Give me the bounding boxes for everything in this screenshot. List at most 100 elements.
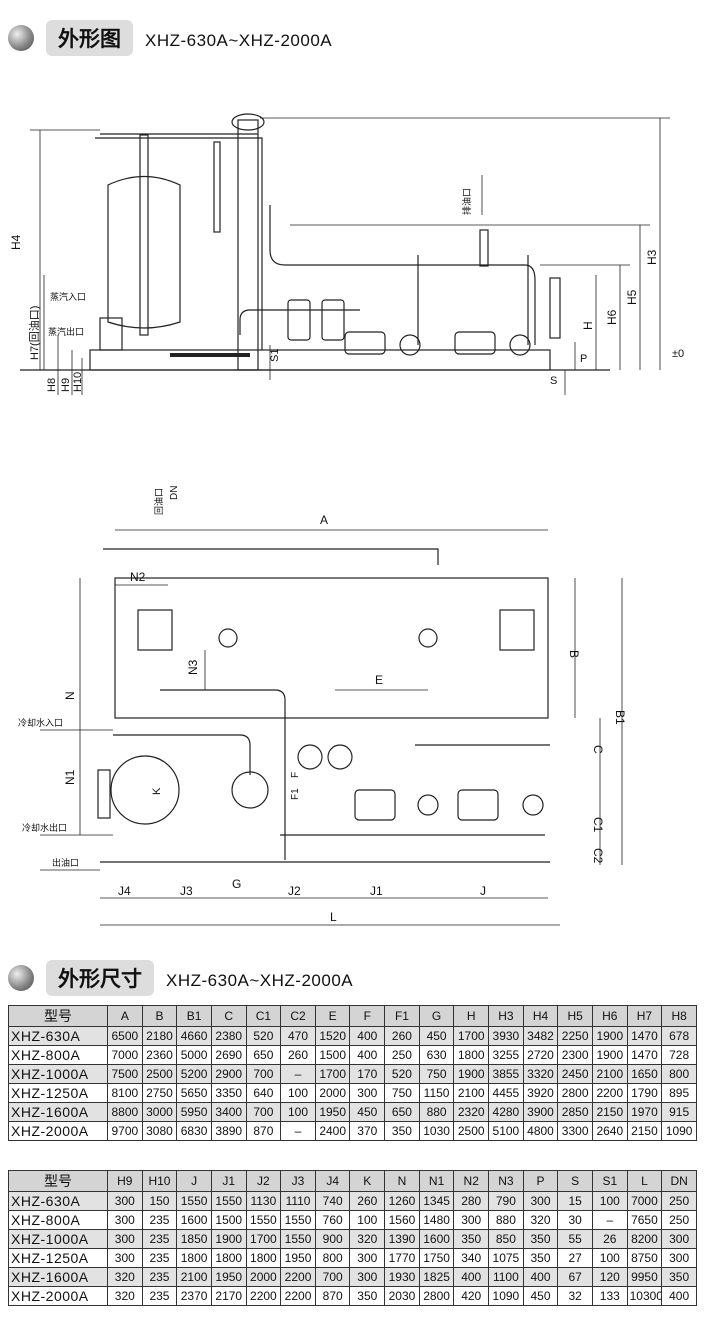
- value-cell: 2200: [280, 1286, 316, 1306]
- value-cell: 3482: [522, 1026, 559, 1046]
- model-cell: XHZ-1000A: [8, 1064, 108, 1084]
- value-cell: 2900: [210, 1064, 247, 1084]
- column-header: H9: [107, 1170, 143, 1192]
- value-cell: 250: [384, 1045, 420, 1065]
- value-cell: 300: [522, 1191, 559, 1211]
- value-cell: 1650: [626, 1064, 663, 1084]
- value-cell: 2640: [591, 1121, 628, 1141]
- value-cell: 800: [661, 1064, 697, 1084]
- pump-motor-2: [454, 331, 496, 355]
- label-H7: H7(回油口): [27, 306, 41, 360]
- value-cell: 1900: [591, 1045, 628, 1065]
- model-cell: XHZ-1600A: [8, 1267, 108, 1287]
- value-cell: 1900: [210, 1229, 247, 1249]
- value-cell: 4455: [488, 1083, 524, 1103]
- value-cell: 8200: [626, 1229, 663, 1249]
- section-header-dimensions: 外形尺寸 XHZ-630A~XHZ-2000A: [8, 960, 353, 996]
- value-cell: 750: [384, 1083, 420, 1103]
- value-cell: 235: [141, 1229, 178, 1249]
- frame: [114, 577, 549, 719]
- value-cell: 2360: [141, 1045, 178, 1065]
- value-cell: 400: [661, 1286, 697, 1306]
- label-S: S: [550, 375, 557, 387]
- value-cell: 1550: [280, 1229, 316, 1249]
- value-cell: 133: [591, 1286, 628, 1306]
- value-cell: 400: [349, 1045, 386, 1065]
- label-F1: F1: [290, 788, 301, 800]
- label-S1: S1: [269, 349, 281, 362]
- value-cell: 235: [141, 1267, 178, 1287]
- value-cell: 520: [245, 1026, 282, 1046]
- label-A: A: [320, 513, 328, 527]
- label-K: K: [151, 787, 163, 795]
- value-cell: 2400: [314, 1121, 351, 1141]
- value-cell: 120: [591, 1267, 628, 1287]
- column-header: C1: [245, 1005, 282, 1027]
- value-cell: 1900: [591, 1026, 628, 1046]
- value-cell: 300: [349, 1083, 386, 1103]
- value-cell: 300: [661, 1229, 697, 1249]
- tank: [107, 176, 181, 329]
- value-cell: 9950: [626, 1267, 663, 1287]
- value-cell: 880: [418, 1102, 455, 1122]
- value-cell: 850: [488, 1229, 524, 1249]
- value-cell: 3080: [141, 1121, 178, 1141]
- value-cell: 320: [349, 1229, 386, 1249]
- value-cell: 150: [141, 1191, 178, 1211]
- value-cell: 100: [280, 1083, 316, 1103]
- pump-motor-2: [457, 789, 499, 821]
- value-cell: 8100: [107, 1083, 143, 1103]
- value-cell: 2850: [557, 1102, 593, 1122]
- value-cell: 2030: [384, 1286, 420, 1306]
- value-cell: 2100: [591, 1064, 628, 1084]
- value-cell: 870: [245, 1121, 282, 1141]
- value-cell: 100: [349, 1210, 386, 1230]
- value-cell: 750: [418, 1064, 455, 1084]
- model-cell: XHZ-800A: [8, 1045, 108, 1065]
- value-cell: 3300: [557, 1121, 593, 1141]
- value-cell: 1520: [314, 1026, 351, 1046]
- value-cell: 1850: [176, 1229, 212, 1249]
- value-cell: –: [280, 1121, 316, 1141]
- value-cell: 2150: [626, 1121, 663, 1141]
- value-cell: 1550: [245, 1210, 282, 1230]
- pump-2: [509, 334, 531, 356]
- value-cell: 1700: [453, 1026, 490, 1046]
- value-cell: 2800: [418, 1286, 455, 1306]
- filter-1: [287, 299, 311, 341]
- value-cell: 1260: [384, 1191, 420, 1211]
- value-cell: 1090: [661, 1121, 697, 1141]
- value-cell: 280: [453, 1191, 490, 1211]
- value-cell: 1100: [488, 1267, 524, 1287]
- discharge-pipe: [269, 205, 536, 345]
- value-cell: 880: [488, 1210, 524, 1230]
- value-cell: 1770: [384, 1248, 420, 1268]
- column-header: J: [176, 1170, 212, 1192]
- value-cell: 32: [557, 1286, 593, 1306]
- value-cell: 3320: [522, 1064, 559, 1084]
- tank-outline-1: [137, 609, 173, 651]
- column-header: G: [418, 1005, 455, 1027]
- value-cell: 260: [349, 1191, 386, 1211]
- label-C2: C2: [591, 848, 605, 864]
- value-cell: 350: [522, 1229, 559, 1249]
- column-header: B1: [176, 1005, 212, 1027]
- value-cell: 1950: [314, 1102, 351, 1122]
- label-H6: H6: [605, 309, 619, 325]
- value-cell: 5100: [488, 1121, 524, 1141]
- value-cell: 790: [488, 1191, 524, 1211]
- value-cell: 1150: [418, 1083, 455, 1103]
- skid-base: [89, 349, 551, 371]
- value-cell: 1550: [176, 1191, 212, 1211]
- value-cell: 895: [661, 1083, 697, 1103]
- column-header: H4: [522, 1005, 559, 1027]
- value-cell: 1790: [626, 1083, 663, 1103]
- tank-pipe: [139, 134, 149, 336]
- value-cell: 235: [141, 1210, 178, 1230]
- value-cell: 67: [557, 1267, 593, 1287]
- value-cell: 300: [661, 1248, 697, 1268]
